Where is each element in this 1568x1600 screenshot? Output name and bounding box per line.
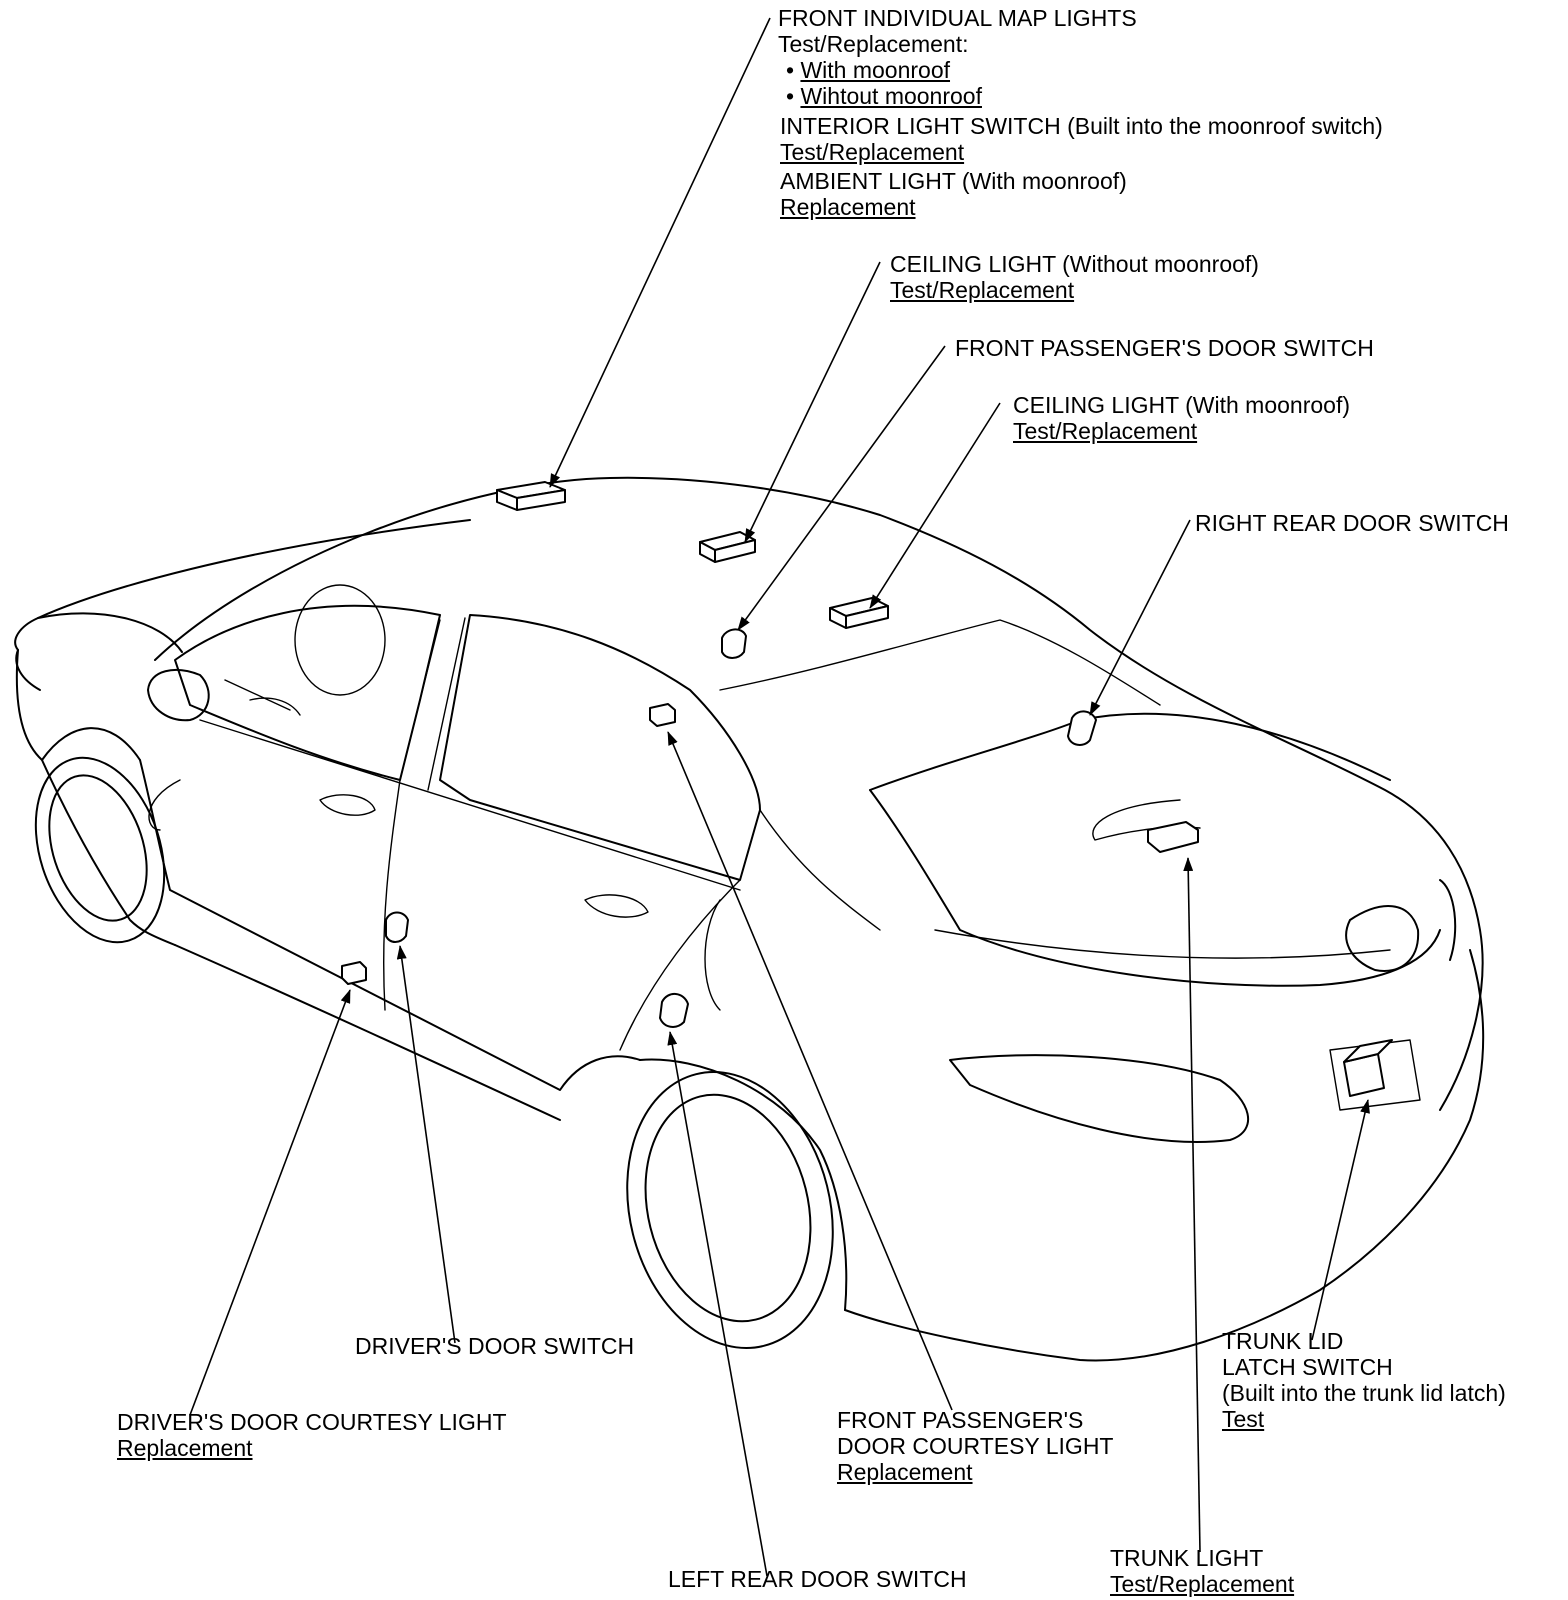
trunk-light-block[interactable] [1147, 821, 1199, 853]
label-ambient-light: AMBIENT LIGHT (With moonroof) Replacemen… [780, 168, 1127, 220]
leader-front-passenger-courtesy [667, 731, 953, 1411]
car-body-outline [14, 476, 1485, 1362]
bullet: • [786, 57, 795, 83]
trunk-lid-latch-line3: (Built into the trunk lid latch) [1222, 1380, 1506, 1406]
trunk-lid-latch-line2: LATCH SWITCH [1222, 1354, 1393, 1380]
leader-map-lights [549, 17, 771, 488]
interior-light-switch-link[interactable]: Test/Replacement [780, 139, 965, 165]
label-trunk-lid-latch-switch: TRUNK LID LATCH SWITCH (Built into the t… [1222, 1328, 1506, 1432]
leader-drivers-door-switch [396, 945, 456, 1344]
ceiling-light-without-link[interactable]: Test/Replacement [890, 277, 1075, 303]
right-rear-switch-part[interactable] [1067, 710, 1097, 746]
leader-trunk-light [1183, 857, 1201, 1553]
left-rear-door-switch-title: LEFT REAR DOOR SWITCH [668, 1566, 967, 1592]
label-ceiling-light-without: CEILING LIGHT (Without moonroof) Test/Re… [890, 251, 1259, 303]
front-passenger-courtesy-light-block[interactable] [649, 703, 676, 727]
ceiling-light-with-title: CEILING LIGHT (With moonroof) [1013, 392, 1350, 418]
label-front-passenger-door-switch: FRONT PASSENGER'S DOOR SWITCH [955, 335, 1374, 361]
drivers-courtesy-light-block[interactable] [341, 961, 367, 985]
bullet: • [786, 83, 795, 109]
drivers-door-courtesy-light-link[interactable]: Replacement [117, 1435, 253, 1461]
drivers-door-switch-title: DRIVER'S DOOR SWITCH [355, 1333, 635, 1359]
ceiling-light-without-title: CEILING LIGHT (Without moonroof) [890, 251, 1259, 277]
drivers-door-courtesy-light-title: DRIVER'S DOOR COURTESY LIGHT [117, 1409, 507, 1435]
label-front-passenger-courtesy-light: FRONT PASSENGER'S DOOR COURTESY LIGHT Re… [837, 1407, 1113, 1485]
label-front-map-lights: FRONT INDIVIDUAL MAP LIGHTS Test/Replace… [778, 5, 1137, 109]
front-passenger-switch-part[interactable] [721, 628, 747, 659]
label-right-rear-door-switch: RIGHT REAR DOOR SWITCH [1195, 510, 1509, 536]
with-moonroof-row: • With moonroof [778, 57, 1137, 83]
label-left-rear-door-switch: LEFT REAR DOOR SWITCH [668, 1566, 967, 1592]
leader-lines [189, 17, 1370, 1577]
front-map-lights-sub: Test/Replacement: [778, 31, 969, 57]
label-trunk-light: TRUNK LIGHT Test/Replacement [1110, 1545, 1294, 1597]
right-rear-door-switch-title: RIGHT REAR DOOR SWITCH [1195, 510, 1509, 536]
ceiling-light-with-link[interactable]: Test/Replacement [1013, 418, 1198, 444]
trunk-light-title: TRUNK LIGHT [1110, 1545, 1264, 1571]
front-passenger-door-switch-title: FRONT PASSENGER'S DOOR SWITCH [955, 335, 1374, 361]
leader-right-rear-switch [1089, 519, 1191, 716]
leader-ceiling-without [744, 261, 881, 543]
drivers-door-switch-part[interactable] [385, 911, 409, 943]
leader-front-passenger-switch [737, 345, 946, 631]
without-moonroof-link[interactable]: Wihtout moonroof [800, 83, 982, 109]
leader-left-rear-switch [667, 1031, 768, 1577]
with-moonroof-link[interactable]: With moonroof [800, 57, 951, 83]
ambient-light-title: AMBIENT LIGHT (With moonroof) [780, 168, 1127, 194]
left-rear-switch-part[interactable] [659, 993, 689, 1028]
front-passenger-courtesy-line1: FRONT PASSENGER'S [837, 1407, 1084, 1433]
trunk-lid-latch-link[interactable]: Test [1222, 1406, 1265, 1432]
leader-trunk-latch [1311, 1099, 1370, 1341]
without-moonroof-row: • Wihtout moonroof [778, 83, 1137, 109]
leader-drivers-courtesy [189, 989, 351, 1416]
front-map-lights-title: FRONT INDIVIDUAL MAP LIGHTS [778, 5, 1137, 31]
label-ceiling-light-with: CEILING LIGHT (With moonroof) Test/Repla… [1013, 392, 1350, 444]
front-passenger-courtesy-link[interactable]: Replacement [837, 1459, 973, 1485]
label-interior-light-switch: INTERIOR LIGHT SWITCH (Built into the mo… [780, 113, 1383, 165]
ambient-light-link[interactable]: Replacement [780, 194, 916, 220]
trunk-light-link[interactable]: Test/Replacement [1110, 1571, 1295, 1597]
label-drivers-door-switch: DRIVER'S DOOR SWITCH [355, 1333, 634, 1359]
interior-light-switch-title: INTERIOR LIGHT SWITCH (Built into the mo… [780, 113, 1383, 139]
front-passenger-courtesy-line2: DOOR COURTESY LIGHT [837, 1433, 1114, 1459]
label-drivers-door-courtesy-light: DRIVER'S DOOR COURTESY LIGHT Replacement [117, 1409, 507, 1461]
leader-ceiling-with [869, 402, 1001, 609]
trunk-lid-latch-line1: TRUNK LID [1222, 1328, 1344, 1354]
